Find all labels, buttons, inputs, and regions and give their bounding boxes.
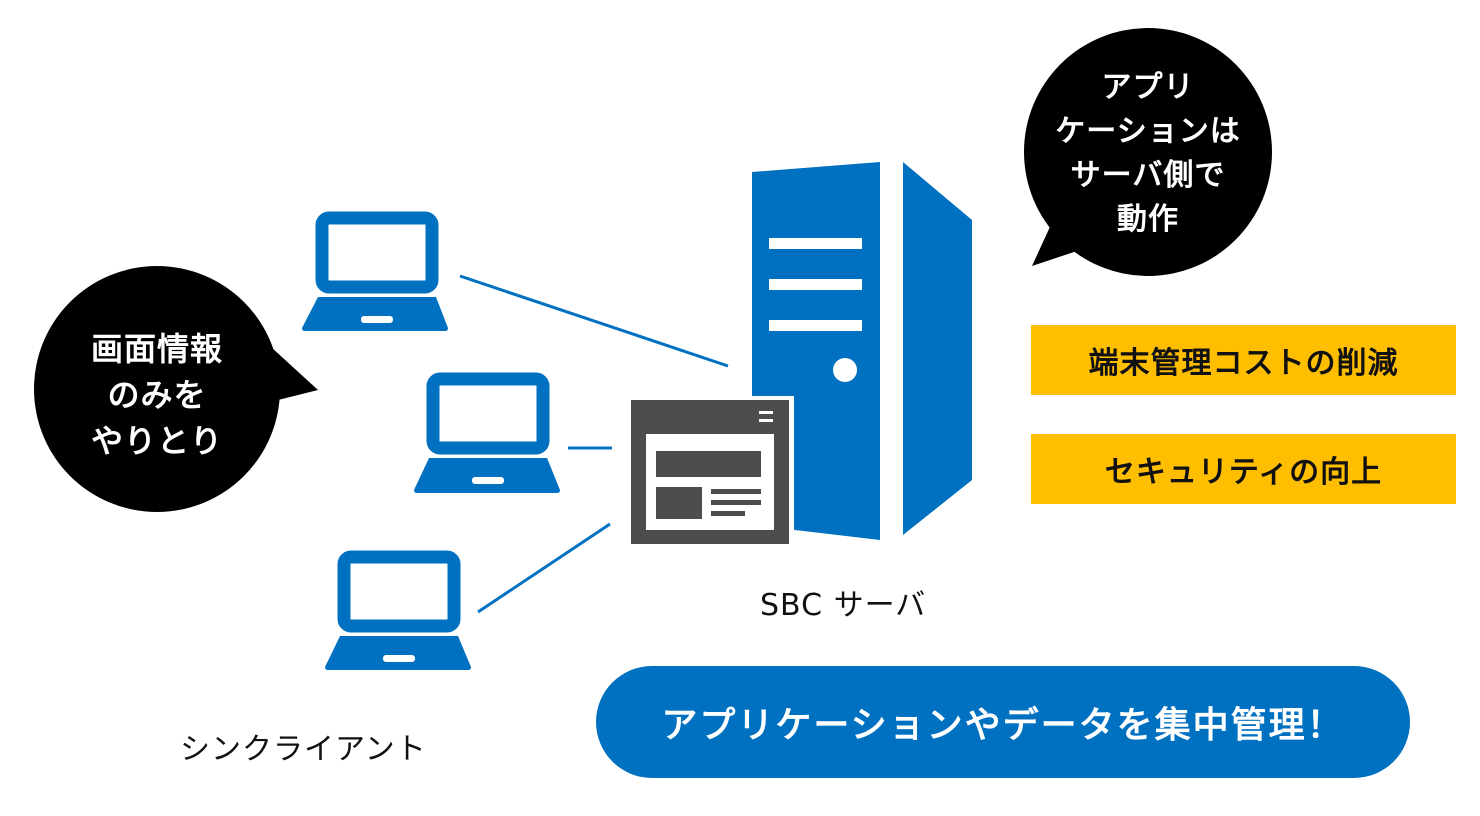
laptop-icon — [325, 550, 471, 670]
benefit-security: セキュリティの向上 — [1031, 434, 1456, 504]
laptop-icon — [302, 211, 448, 331]
right-speech-bubble — [1024, 28, 1272, 276]
left-bubble-text: 画面情報 のみを やりとり — [90, 330, 223, 460]
benefit-cost-reduction: 端末管理コストの削減 — [1031, 325, 1456, 395]
application-window-icon — [626, 396, 794, 548]
left-speech-bubble — [34, 266, 318, 512]
client-label: シンクライアント — [180, 732, 427, 767]
laptop-icon — [414, 372, 560, 493]
connection-line-bottom — [477, 522, 611, 614]
right-bubble-text: アプリ ケーションは サーバ側で 動作 — [1055, 70, 1241, 237]
server-label: SBC サーバ — [760, 588, 927, 623]
central-management-banner: アプリケーションやデータを集中管理！ — [596, 666, 1410, 778]
connection-line-top — [459, 274, 729, 368]
